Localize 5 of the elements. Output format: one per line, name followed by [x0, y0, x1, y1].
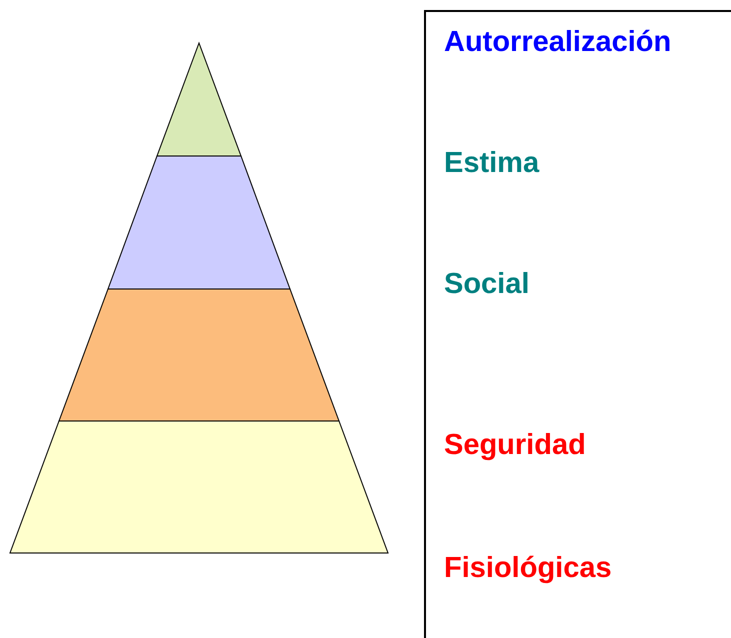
level-label: Fisiológicas — [444, 551, 612, 585]
level-label: Seguridad — [444, 428, 586, 462]
level-label: Estima — [444, 146, 540, 180]
level-label: Social — [444, 267, 530, 301]
level-label: Autorrealización — [444, 25, 672, 59]
